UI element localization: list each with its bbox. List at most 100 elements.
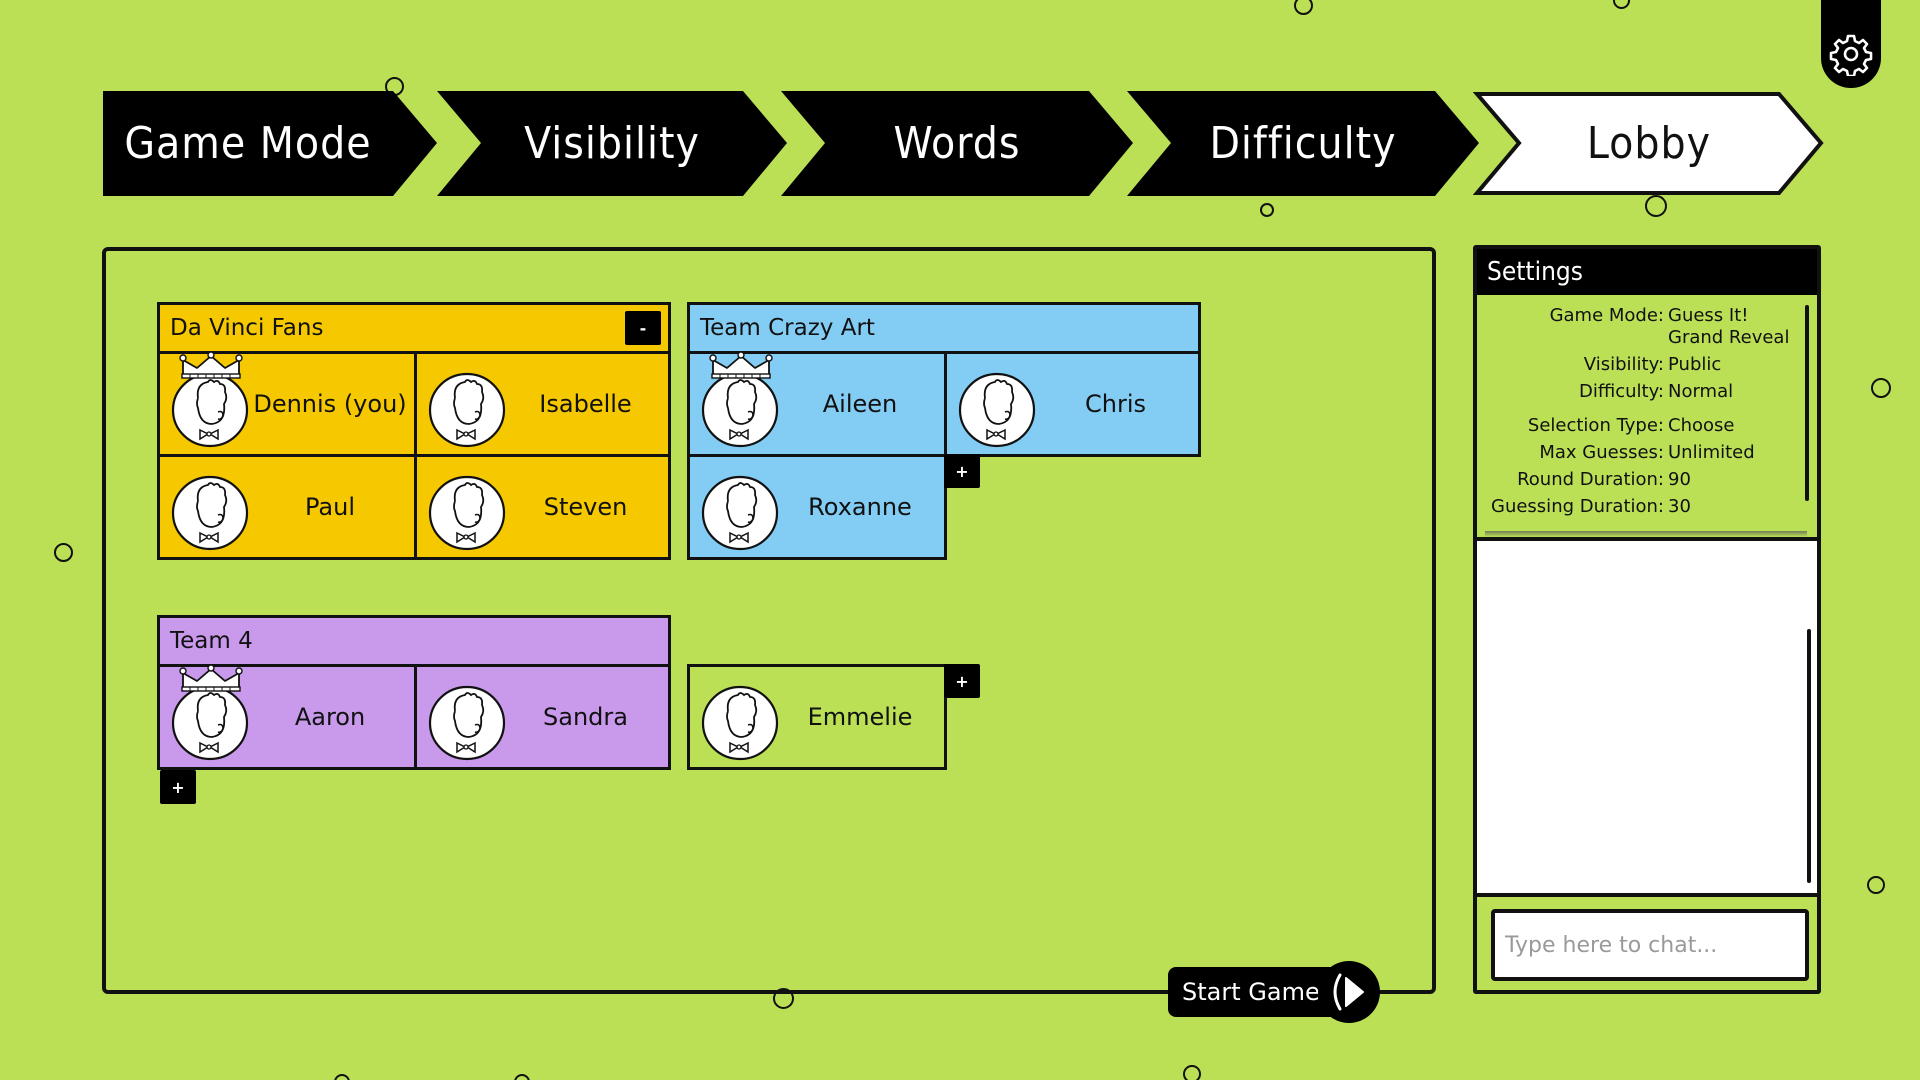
breadcrumb-label: Difficulty [1209,118,1397,169]
decorative-circle [514,1074,530,1080]
setting-row: Selection Type:Choose [1477,415,1817,437]
player-slot[interactable]: Dennis (you) [157,351,417,457]
avatar [170,368,250,448]
crown-icon [708,352,774,380]
decorative-circle [1867,876,1885,894]
setting-row: Difficulty:Normal [1477,381,1817,403]
decorative-circle [773,988,794,1009]
arrow-shape [781,91,1133,196]
player-slot[interactable]: Paul [157,454,417,560]
unassigned-players: Emmelie + [687,664,987,784]
player-name: Chris [1084,390,1146,418]
setting-row: Grand Reveal [1477,327,1817,349]
remove-team-button[interactable]: - [625,311,661,345]
team-header: Team 4 [157,615,671,667]
arrow-shape [437,91,787,196]
setting-key [1477,327,1668,349]
crown-icon [178,665,244,693]
chat-scrollbar[interactable] [1807,629,1811,883]
avatar [957,368,1037,448]
setting-row: Game Mode:Guess It! [1477,305,1817,327]
settings-gear-button[interactable] [1821,0,1881,88]
arrow-shape [1127,91,1479,196]
setting-row: Visibility:Public [1477,354,1817,376]
settings-title: Settings [1477,249,1817,295]
settings-list[interactable]: Game Mode:Guess It! Grand Reveal Visibil… [1477,295,1817,531]
breadcrumb-step-difficulty[interactable]: Difficulty [1127,91,1479,196]
setting-value: Unlimited [1668,442,1755,463]
avatar [170,681,250,761]
player-name: Isabelle [539,390,632,418]
player-slot[interactable]: Aileen [687,351,947,457]
breadcrumb-label: Game Mode [124,118,372,169]
breadcrumb-step-words[interactable]: Words [781,91,1133,196]
start-game-button[interactable]: Start Game [1168,961,1380,1023]
player-slot[interactable]: Sandra [414,664,671,770]
team-name: Team Crazy Art [700,315,875,341]
setting-key: Selection Type: [1527,415,1664,436]
breadcrumb-label: Visibility [524,118,700,169]
player-name: Dennis (you) [253,390,407,418]
setting-value: 90 [1668,469,1691,490]
breadcrumb-step-visibility[interactable]: Visibility [437,91,787,196]
avatar [427,368,507,448]
arrow-shape [1473,92,1824,195]
decorative-circle [54,543,73,562]
team-header: Da Vinci Fans [157,302,671,354]
decorative-circle [1294,0,1313,15]
chat-log[interactable] [1477,537,1817,897]
play-icon [1333,973,1364,1011]
player-name: Roxanne [808,493,912,521]
breadcrumb-label: Lobby [1586,118,1712,169]
breadcrumb-label: Words [893,118,1021,169]
breadcrumb-step-lobby[interactable]: Lobby [1473,91,1825,196]
chat-input[interactable] [1491,909,1809,981]
setting-value: Public [1668,354,1722,375]
decorative-circle [1645,195,1667,217]
setting-key: Round Duration: [1517,469,1664,490]
player-name: Aileen [822,390,898,418]
team-name: Da Vinci Fans [170,315,324,341]
player-slot[interactable]: Steven [414,454,671,560]
avatar [427,681,507,761]
avatar [170,471,250,551]
decorative-circle [1871,378,1891,398]
arrow-shape [103,91,437,196]
setting-value: 30 [1668,496,1691,517]
breadcrumb-step-game-mode[interactable]: Game Mode [103,91,437,196]
decorative-circle [1183,1065,1201,1080]
add-player-button[interactable]: + [944,454,980,488]
player-slot[interactable]: Aaron [157,664,417,770]
setting-value: Guess It! [1668,305,1749,326]
player-name: Aaron [294,703,366,731]
avatar [700,471,780,551]
player-slot[interactable]: Isabelle [414,351,671,457]
decorative-circle [1260,203,1274,217]
teams-panel [102,247,1436,994]
add-player-button[interactable]: + [160,770,196,804]
player-name: Steven [543,493,628,521]
avatar [700,681,780,761]
player-name: Sandra [543,703,628,731]
team-card-da-vinci-fans: Da Vinci Fans - Dennis (you) Isabelle Pa… [157,302,671,562]
setting-key: Max Guesses: [1539,442,1664,463]
gear-icon [1829,34,1873,76]
player-slot[interactable]: Roxanne [687,454,947,560]
decorative-circle [334,1074,350,1080]
setting-key: Game Mode: [1549,305,1664,326]
team-header: Team Crazy Art [687,302,1201,354]
player-slot[interactable]: Emmelie [687,664,947,770]
player-slot[interactable]: Chris [944,351,1201,457]
decorative-circle [1613,0,1630,9]
team-name: Team 4 [170,628,253,654]
setting-value: Normal [1668,381,1734,402]
setting-row: Max Guesses:Unlimited [1477,442,1817,464]
player-name: Paul [305,493,355,521]
setting-key: Difficulty: [1578,381,1664,402]
settings-panel: Settings Game Mode:Guess It! Grand Revea… [1473,245,1821,994]
setting-row: Guessing Duration:30 [1477,496,1817,518]
settings-scrollbar[interactable] [1805,305,1809,501]
add-team-button[interactable]: + [944,664,980,698]
team-card-team-crazy-art: Team Crazy Art Aileen Chris Roxanne + [687,302,1201,562]
setting-key: Guessing Duration: [1491,496,1664,517]
